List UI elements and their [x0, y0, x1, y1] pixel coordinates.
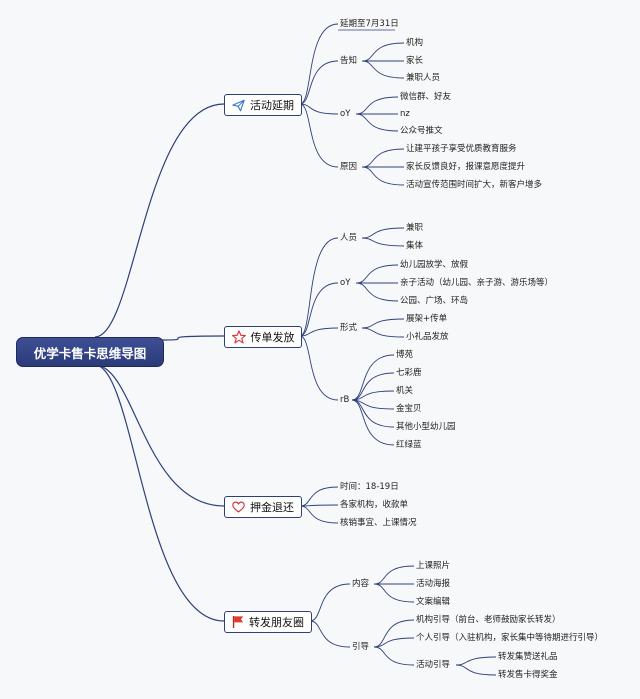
- node-1-0-0[interactable]: 兼职: [406, 223, 424, 233]
- branch-label: 押金退还: [250, 501, 294, 514]
- node-0-3-2[interactable]: 活动宣传范围时间扩大，新客户增多: [406, 180, 543, 190]
- connector-b1-2: [299, 327, 339, 337]
- heart-icon: [232, 501, 245, 513]
- connector-b1-2-1: [361, 327, 405, 338]
- node-1-3-4[interactable]: 其他小型幼儿园: [396, 422, 456, 432]
- node-0-2-1[interactable]: nz: [400, 109, 410, 119]
- node-3-1-2-0[interactable]: 转发集赞送礼品: [498, 652, 558, 662]
- connector-b1-0-1: [361, 237, 405, 247]
- branch-share-moments[interactable]: 转发朋友圈: [224, 611, 312, 633]
- connector-b0-3-2: [361, 166, 405, 186]
- connector-b1-3-0: [351, 354, 395, 401]
- node-1-0[interactable]: 人员: [340, 233, 358, 243]
- connector-b0-1-2: [361, 60, 405, 79]
- node-1-3-3[interactable]: 金宝贝: [396, 404, 422, 414]
- node-1-2-0[interactable]: 展架+传单: [406, 314, 448, 324]
- node-1-3-5[interactable]: 红绿蓝: [396, 440, 422, 450]
- connector-b3-1-2-0: [455, 656, 497, 666]
- connector-b0-3: [299, 103, 339, 168]
- connector-b0-2-0: [355, 96, 399, 115]
- node-1-3[interactable]: rB: [340, 395, 350, 405]
- node-3-1-1[interactable]: 个人引导（入驻机构，家长集中等待期进行引导）: [416, 633, 604, 643]
- node-0-3-1[interactable]: 家长反馈良好，报课意愿度提升: [406, 162, 526, 172]
- node-1-1[interactable]: oY: [340, 278, 351, 288]
- flag-icon: [232, 616, 244, 628]
- node-1-1-1[interactable]: 亲子活动（幼儿园、亲子游、游乐场等）: [400, 278, 554, 288]
- connector-b0-1-0: [361, 42, 405, 62]
- node-1-2[interactable]: 形式: [340, 323, 358, 333]
- connector-b3-1-0: [373, 619, 415, 648]
- connector-root-branch-2: [94, 364, 225, 507]
- node-0-1-0[interactable]: 机构: [406, 38, 424, 48]
- node-3-1-2-1[interactable]: 转发售卡得奖金: [498, 670, 558, 680]
- connector-b3-0: [309, 583, 351, 622]
- node-2-0[interactable]: 时间：18-19日: [340, 482, 399, 492]
- paper-plane-icon: [232, 99, 245, 111]
- connector-b1-3: [299, 335, 339, 401]
- node-1-3-2[interactable]: 机关: [396, 386, 414, 396]
- node-3-1[interactable]: 引导: [352, 642, 370, 652]
- connector-b0-0: [299, 23, 339, 105]
- node-2-2[interactable]: 核销事宜、上课情况: [340, 518, 417, 528]
- connector-b0-1: [299, 60, 339, 105]
- root-node[interactable]: 优学卡售卡思维导图: [16, 337, 164, 367]
- node-2-1[interactable]: 各家机构，收款单: [340, 500, 409, 510]
- connector-b0-3-0: [361, 148, 405, 168]
- connector-b3-1-2-1: [455, 664, 497, 676]
- connector-b1-1: [299, 282, 339, 337]
- node-0-2-0[interactable]: 微信群、好友: [400, 92, 452, 102]
- connector-b0-2: [299, 103, 339, 115]
- connector-b1-3-2: [351, 390, 395, 401]
- branch-flyer-distribution[interactable]: 传单发放: [224, 326, 302, 348]
- connector-b1-2-0: [361, 318, 405, 329]
- node-1-0-1[interactable]: 集体: [406, 241, 424, 251]
- connector-b1-3-5: [351, 399, 395, 446]
- branch-label: 活动延期: [250, 99, 294, 112]
- node-0-2[interactable]: oY: [340, 109, 351, 119]
- connector-b2-0: [299, 486, 339, 507]
- node-0-1[interactable]: 告知: [340, 56, 358, 66]
- node-1-1-0[interactable]: 幼儿园放学、放假: [400, 260, 469, 270]
- connector-b0-2-2: [355, 113, 399, 132]
- node-3-1-0[interactable]: 机构引导（前台、老师鼓励家长转发）: [416, 615, 561, 625]
- node-1-2-1[interactable]: 小礼品发放: [406, 332, 449, 342]
- connector-b1-1-2: [355, 282, 399, 302]
- connector-root-branch-3: [94, 364, 225, 622]
- connector-b3-1-1: [373, 637, 415, 648]
- star-icon: [231, 330, 246, 344]
- node-3-0[interactable]: 内容: [352, 579, 370, 589]
- node-3-0-1[interactable]: 活动海报: [416, 579, 451, 589]
- node-1-1-2[interactable]: 公园、广场、环岛: [400, 296, 469, 306]
- node-0-2-2[interactable]: 公众号推文: [400, 126, 443, 136]
- node-3-0-2[interactable]: 文案编辑: [416, 597, 451, 607]
- connector-b3-0-0: [373, 565, 415, 585]
- node-1-3-1[interactable]: 七彩鹿: [396, 368, 422, 378]
- branch-activity-extension[interactable]: 活动延期: [224, 94, 302, 116]
- connector-b3-1: [309, 620, 351, 648]
- connector-b2-1: [299, 504, 339, 507]
- connector-b1-1-0: [355, 264, 399, 284]
- connector-b1-0-0: [361, 227, 405, 239]
- connector-root-branch-0: [94, 103, 225, 338]
- branch-label: 转发朋友圈: [249, 616, 304, 629]
- node-0-1-1[interactable]: 家长: [406, 56, 424, 66]
- node-3-0-0[interactable]: 上课照片: [416, 561, 451, 571]
- node-0-3-0[interactable]: 让建平孩子享受优质教育服务: [406, 144, 517, 154]
- connector-b1-3-1: [351, 372, 395, 401]
- connector-b3-1-2: [373, 646, 415, 666]
- node-3-1-2[interactable]: 活动引导: [416, 660, 451, 670]
- connector-b3-0-2: [373, 583, 415, 603]
- connector-b2-2: [299, 505, 339, 524]
- node-0-1-2[interactable]: 兼职人员: [406, 73, 441, 83]
- node-0-3[interactable]: 原因: [340, 162, 358, 172]
- branch-deposit-refund[interactable]: 押金退还: [224, 496, 302, 518]
- branch-label: 传单发放: [250, 331, 295, 344]
- connector-b1-0: [299, 237, 339, 337]
- node-0-0[interactable]: 延期至7月31日: [340, 19, 399, 29]
- node-1-3-0[interactable]: 博苑: [396, 350, 414, 360]
- connector-root-branch-1: [161, 335, 225, 341]
